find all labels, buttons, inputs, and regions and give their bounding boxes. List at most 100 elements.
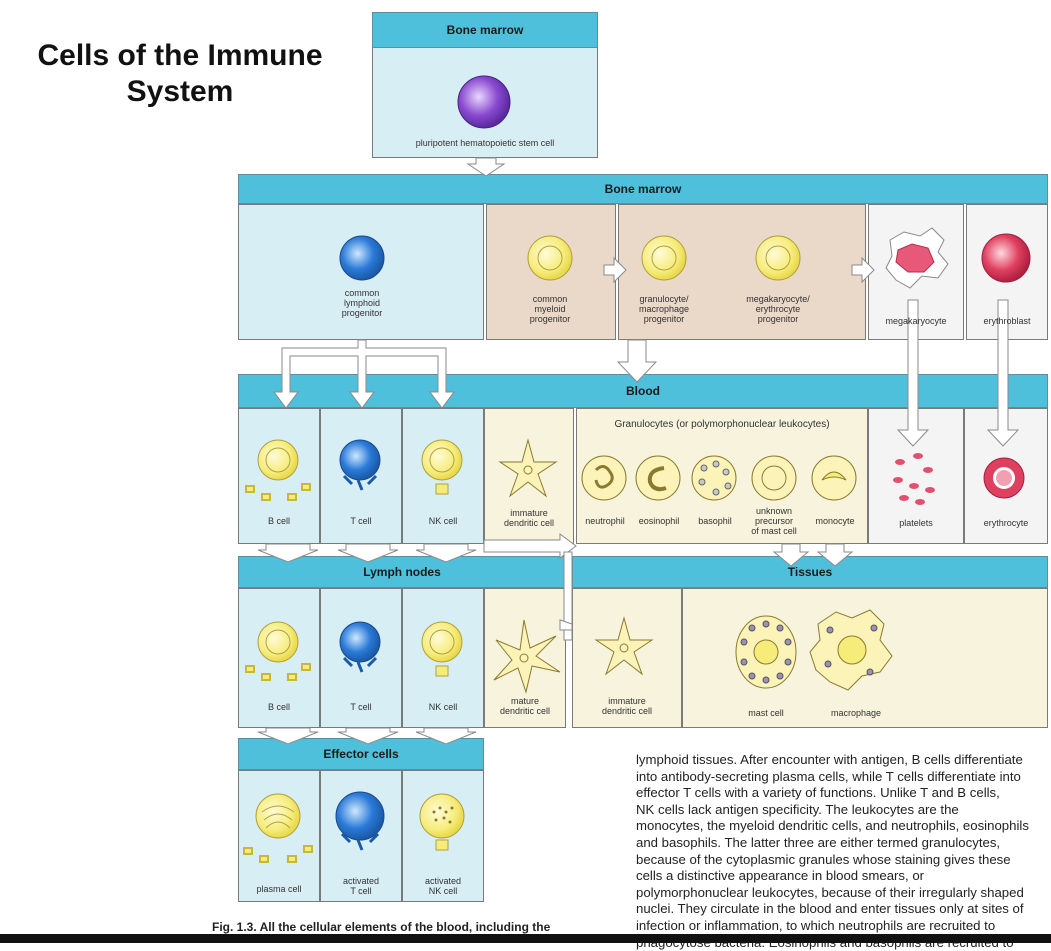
clp-label-line3: progenitor	[341, 308, 383, 318]
arrow-stem-down	[466, 157, 506, 177]
figure-caption: Fig. 1.3. All the cellular elements of t…	[212, 920, 551, 934]
cmp-label-line2: myeloid	[534, 304, 566, 314]
mature-dc-line2: dendritic cell	[499, 706, 551, 716]
tissue-dc-panel	[572, 588, 682, 728]
mature-dc-icon	[493, 619, 561, 694]
eosinophil-icon	[635, 455, 681, 501]
blood-imm-dc-label: immature dendritic cell	[484, 508, 574, 528]
gmp-label-line3: progenitor	[643, 314, 685, 324]
activated-nk-line2: NK cell	[428, 886, 458, 896]
neutrophil-label: neutrophil	[585, 516, 625, 526]
mast-precursor-label: unknown precursor of mast cell	[744, 506, 804, 536]
body-line: and basophils. The latter three are eith…	[636, 834, 1001, 850]
activated-nk-cell-label: activated NK cell	[402, 876, 484, 896]
erythroblast-icon	[981, 233, 1031, 283]
cmp-label-line3: progenitor	[529, 314, 571, 324]
arrow-dc-to-ln	[559, 619, 573, 631]
mep-label-line3: progenitor	[757, 314, 799, 324]
mast-precursor-line2: precursor	[754, 516, 793, 526]
arrow-mep-to-mk	[851, 256, 875, 284]
blood-imm-dc-icon	[498, 438, 558, 498]
megakaryocyte-label: megakaryocyte	[885, 316, 947, 326]
body-line: monocytes, the myeloid dendritic cells, …	[636, 818, 1029, 834]
tissue-imm-dc-line1: immature	[608, 696, 646, 706]
ln-b-cell-label: B cell	[267, 702, 290, 712]
ln-b-cell-icon	[257, 621, 299, 663]
mast-precursor-icon	[751, 455, 797, 501]
arrow-mk-down	[896, 299, 930, 447]
body-line: polymorphonuclear leukocytes, because of…	[636, 884, 1024, 900]
body-line: because of the cytoplasmic granules whos…	[636, 851, 1011, 867]
bone-marrow-header: Bone marrow	[238, 174, 1048, 204]
neutrophil-icon	[581, 455, 627, 501]
arrow-ery-down	[986, 299, 1020, 447]
gmp-label-line2: macrophage	[638, 304, 690, 314]
blood-t-cell-label: T cell	[350, 516, 372, 526]
clp-icon	[339, 235, 385, 281]
mep-icon	[755, 235, 801, 281]
ln-nk-cell-label: NK cell	[428, 702, 458, 712]
mast-precursor-line3: of mast cell	[751, 526, 797, 536]
mep-label-line1: megakaryocyte/	[746, 294, 810, 304]
clp-label-line1: common	[344, 288, 380, 298]
body-text: lymphoid tissues. After encounter with a…	[636, 752, 1048, 951]
top-bone-marrow-header: Bone marrow	[372, 12, 598, 48]
ln-t-cell-label: T cell	[350, 702, 372, 712]
body-line: lymphoid tissues. After encounter with a…	[636, 752, 1023, 767]
monocyte-label: monocyte	[815, 516, 855, 526]
clp-label-line2: lymphoid	[343, 298, 381, 308]
tissues-header: Tissues	[572, 556, 1048, 588]
body-line: nuclei. They circulate in the blood and …	[636, 901, 1024, 917]
activated-nk-cell-icon	[419, 793, 465, 839]
blood-imm-dc-line1: immature	[510, 508, 548, 518]
body-line: effector T cells with a variety of funct…	[636, 785, 1000, 801]
cmp-label-line1: common	[532, 294, 568, 304]
granulocytes-header: Granulocytes (or polymorphonuclear leuko…	[614, 419, 830, 430]
gmp-label: granulocyte/ macrophage progenitor	[620, 294, 708, 324]
mature-dc-label: mature dendritic cell	[484, 696, 566, 716]
blood-imm-dc-line2: dendritic cell	[503, 518, 555, 528]
gmp-icon	[641, 235, 687, 281]
arrow-b-to-ln	[257, 543, 319, 563]
gmp-label-line1: granulocyte/	[639, 294, 689, 304]
arrow-ln-b-eff	[257, 727, 319, 745]
erythroblast-label: erythroblast	[983, 316, 1031, 326]
mast-cell-label: mast cell	[748, 708, 784, 718]
platelets-icon	[893, 453, 935, 505]
activated-t-line2: T cell	[350, 886, 372, 896]
arrow-ln-nk-eff	[415, 727, 477, 745]
tissue-imm-dc-label: immature dendritic cell	[572, 696, 682, 716]
body-line: infection or inflammation, to which neut…	[636, 917, 996, 933]
basophil-label: basophil	[698, 516, 732, 526]
bottom-bar	[0, 934, 1051, 943]
body-line: NK cells lack antigen specificity. The l…	[636, 801, 959, 817]
erythrocyte-label: erythrocyte	[983, 518, 1029, 528]
arrow-ln-t-eff	[337, 727, 399, 745]
activated-t-line1: activated	[342, 876, 380, 886]
plasma-cell-label: plasma cell	[256, 884, 302, 894]
cmp-label: common myeloid progenitor	[506, 294, 594, 324]
activated-t-cell-label: activated T cell	[320, 876, 402, 896]
mep-label: megakaryocyte/ erythrocyte progenitor	[734, 294, 822, 324]
mep-label-line2: erythrocyte	[755, 304, 801, 314]
blood-nk-cell-icon	[421, 439, 463, 481]
mast-precursor-line1: unknown	[755, 506, 793, 516]
tissue-imm-dc-line2: dendritic cell	[601, 706, 653, 716]
arrow-t-to-ln	[337, 543, 399, 563]
eosinophil-label: eosinophil	[638, 516, 680, 526]
arrow-dc-right	[483, 533, 577, 559]
activated-t-cell-icon	[335, 791, 385, 841]
ln-t-cell-icon	[339, 621, 381, 663]
body-line: into antibody-secreting plasma cells, wh…	[636, 768, 1021, 784]
lymph-nodes-header: Lymph nodes	[238, 556, 566, 588]
slide-title: Cells of the Immune System	[37, 39, 323, 108]
blood-b-cell-label: B cell	[267, 516, 290, 526]
arrow-gmp-down	[616, 339, 658, 383]
ln-nk-cell-icon	[421, 621, 463, 663]
arrow-gran-tissue-1	[772, 543, 810, 567]
clp-label: common lymphoid progenitor	[318, 288, 406, 318]
stem-cell-label: pluripotent hematopoietic stem cell	[415, 138, 555, 148]
body-line: cells a distinctive appearance in blood …	[636, 868, 925, 884]
arrow-cmp-to-gmp	[603, 256, 627, 284]
